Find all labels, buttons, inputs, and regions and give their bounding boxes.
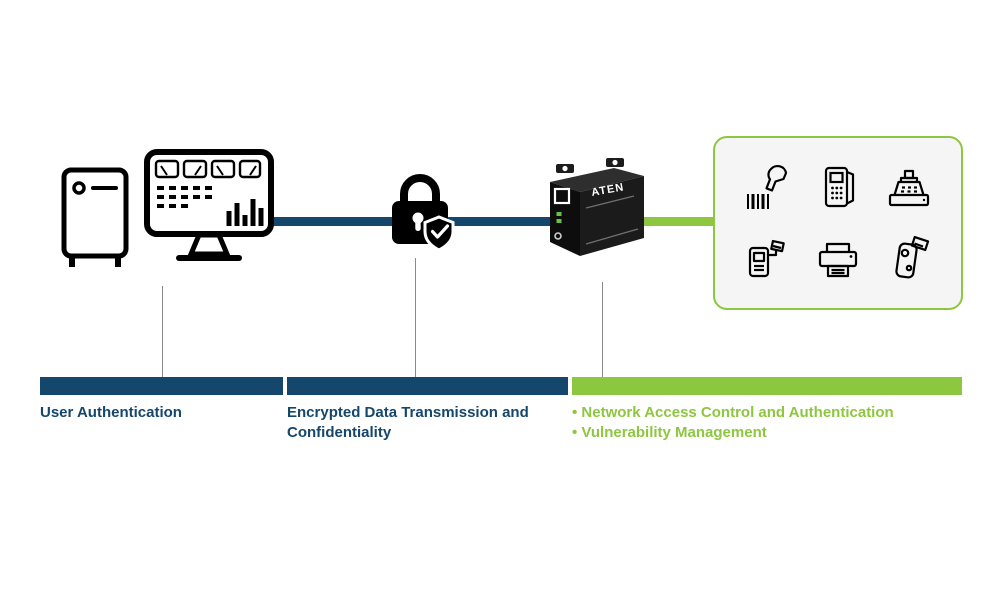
droplink-encryption [415, 258, 416, 377]
barcode-scanner-icon [746, 164, 787, 209]
green-connection-line [640, 217, 716, 226]
caption-network-access-item-1: • Network Access Control and Authenticat… [572, 404, 894, 421]
caption-network-access: • Network Access Control and Authenticat… [572, 403, 962, 444]
server-tower-icon [60, 166, 130, 275]
secure-device-server-icon: ATEN [546, 156, 648, 273]
bar-encrypted-transmission [287, 377, 568, 395]
caption-user-authentication: User Authentication [40, 404, 182, 421]
cash-register-icon [889, 169, 930, 206]
droplink-user-authentication [162, 286, 163, 377]
shield-check-icon [423, 215, 455, 252]
payment-terminal-icon [824, 166, 855, 207]
caption-network-access-item-2: • Vulnerability Management [572, 424, 767, 442]
monitoring-dashboard-icon [143, 148, 275, 275]
printer-icon [818, 242, 858, 277]
caption-encrypted-transmission: Encrypted Data Transmission and Confiden… [287, 404, 529, 442]
bar-user-authentication [40, 377, 283, 395]
encryption-lock-icon [381, 165, 459, 262]
connected-devices-panel [713, 136, 963, 310]
door-lock-icon [895, 235, 930, 278]
handheld-terminal-icon [748, 239, 785, 277]
droplink-network-access [602, 282, 603, 377]
aten-logo: ATEN [590, 181, 625, 199]
bar-network-access [572, 377, 962, 395]
